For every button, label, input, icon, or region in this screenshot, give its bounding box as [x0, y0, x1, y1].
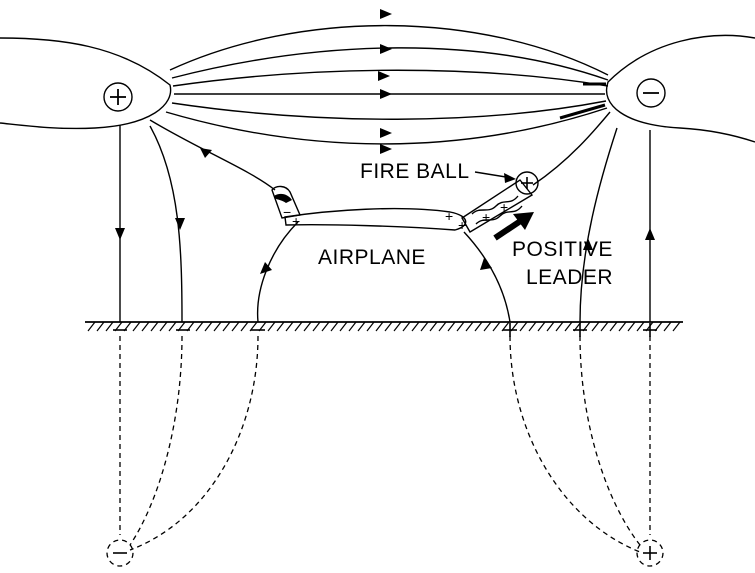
svg-text:+: + [482, 209, 490, 225]
ground-hatch-mark [465, 321, 474, 332]
ground-hatch-mark [132, 321, 141, 332]
ground-hatch-mark [618, 321, 627, 332]
svg-text:−: − [283, 204, 291, 220]
ground-hatch-mark [591, 321, 600, 332]
ground-hatch-mark [402, 321, 411, 332]
ground-hatch-mark [195, 321, 204, 332]
positive-leader-label-line1: POSITIVE [512, 238, 613, 261]
ground-hatch-mark [267, 321, 276, 332]
positive-leader-channel: + + [461, 171, 539, 241]
airplane-body: − + + + [271, 185, 467, 233]
ground-hatch-mark [672, 321, 681, 332]
ground-hatch-mark [150, 321, 159, 332]
ground-hatch-mark [366, 321, 375, 332]
ground-charge-signs [113, 323, 657, 337]
ground-hatch-mark [204, 321, 213, 332]
ground-hatch-mark [348, 321, 357, 332]
positive-leader-label-line2: LEADER [526, 266, 613, 289]
svg-text:+: + [500, 199, 508, 215]
ground-hatch-mark [474, 321, 483, 332]
positive-cloud [0, 37, 172, 130]
ground-hatch-mark [600, 321, 609, 332]
ground-hatch-mark [546, 321, 555, 332]
svg-text:+: + [292, 213, 300, 229]
ground-hatch-mark [312, 321, 321, 332]
ground-hatch-mark [456, 321, 465, 332]
ground-hatch-mark [168, 321, 177, 332]
negative-cloud [605, 34, 755, 143]
airplane-label: AIRPLANE [318, 246, 426, 269]
ground-hatch-mark [609, 321, 618, 332]
ground-hatch-mark [231, 321, 240, 332]
ground-hatch-mark [564, 321, 573, 332]
ground-hatch-mark [321, 321, 330, 332]
ground-hatch-mark [240, 321, 249, 332]
ground-hatch-mark [411, 321, 420, 332]
ground-hatch-mark [339, 321, 348, 332]
ground-hatch-mark [393, 321, 402, 332]
svg-text:+: + [458, 217, 466, 233]
airplane-to-ground-field-lines [256, 221, 511, 323]
negative-image-charge [106, 539, 134, 567]
svg-text:+: + [445, 208, 453, 224]
ground-hatch-mark [483, 321, 492, 332]
fire-ball-label: FIRE BALL [360, 160, 470, 183]
ground-hatch-mark [447, 321, 456, 332]
ground-hatch-mark [627, 321, 636, 332]
ground-hatch-mark [222, 321, 231, 332]
ground-hatch-mark [375, 321, 384, 332]
ground-hatch-mark [420, 321, 429, 332]
ground-hatch-mark [537, 321, 546, 332]
ground-hatch-mark [519, 321, 528, 332]
ground-hatch-mark [429, 321, 438, 332]
ground-hatch-mark [330, 321, 339, 332]
cloud-to-ground-field-lines [115, 125, 655, 323]
positive-image-charge [636, 539, 664, 567]
ground-hatch-mark [159, 321, 168, 332]
ground-hatch-mark [357, 321, 366, 332]
ground-hatch-mark [528, 321, 537, 332]
ground-hatch-mark [663, 321, 672, 332]
negative-charge-circle [636, 78, 666, 108]
ground-hatch-mark [555, 321, 564, 332]
ground-hatch-mark [285, 321, 294, 332]
ground-hatch-mark [438, 321, 447, 332]
image-charge-lines [119, 335, 651, 553]
ground-surface [85, 321, 683, 332]
ground-hatch-mark [276, 321, 285, 332]
ground-hatch-mark [384, 321, 393, 332]
ground-hatch-mark [213, 321, 222, 332]
ground-hatch-mark [294, 321, 303, 332]
fire-ball-circle [515, 171, 539, 195]
ground-hatch-mark [303, 321, 312, 332]
ground-hatch-mark [87, 321, 96, 332]
ground-hatch-mark [105, 321, 114, 332]
ground-hatch-mark [96, 321, 105, 332]
ground-hatch-mark [492, 321, 501, 332]
cloud-to-cloud-field-lines [149, 9, 611, 191]
positive-charge-circle [103, 82, 133, 112]
ground-hatch-mark [636, 321, 645, 332]
ground-hatch-mark [141, 321, 150, 332]
